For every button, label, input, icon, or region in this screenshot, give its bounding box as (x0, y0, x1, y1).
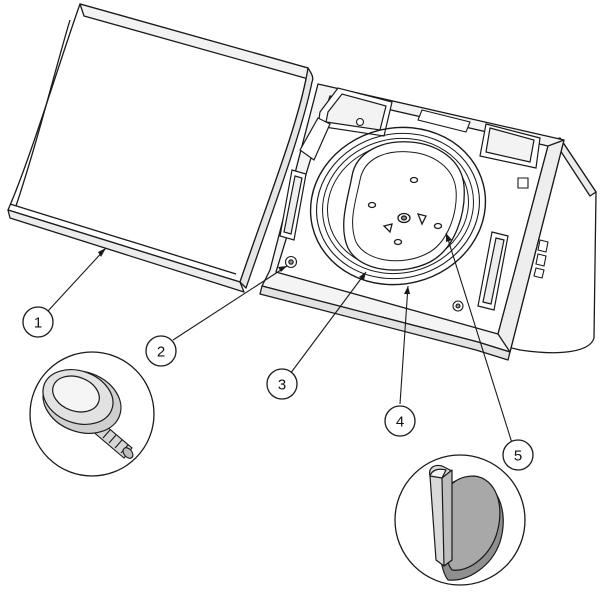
side-bracket (517, 177, 529, 189)
callout-5-label: 5 (514, 448, 522, 465)
callout-4: 4 (384, 405, 416, 437)
callout-3: 3 (266, 368, 298, 400)
callout-5: 5 (502, 439, 534, 471)
callout-3-label: 3 (278, 377, 286, 394)
grille-panel (7, 3, 314, 293)
detail-locking-latch (394, 454, 526, 586)
detail-grille-screw (29, 351, 155, 477)
callout-2-label: 2 (157, 344, 165, 361)
cabinet-screw-holes (284, 117, 464, 312)
port-left (279, 169, 307, 241)
handle-recess-left (299, 87, 393, 161)
callout-1: 1 (22, 306, 54, 338)
callout-4-label: 4 (396, 414, 404, 431)
port-right (477, 231, 509, 311)
leader-arrowheads (98, 233, 452, 294)
handle-recess-right (479, 123, 541, 169)
latch-part (429, 464, 504, 581)
callout-1-label: 1 (34, 315, 42, 332)
screw-head (42, 369, 122, 434)
callout-2: 2 (145, 335, 177, 367)
leader-lines (47, 232, 513, 444)
top-slot (417, 109, 471, 133)
side-handle-slots (533, 239, 549, 279)
woofer-mounting-plate (343, 141, 465, 271)
